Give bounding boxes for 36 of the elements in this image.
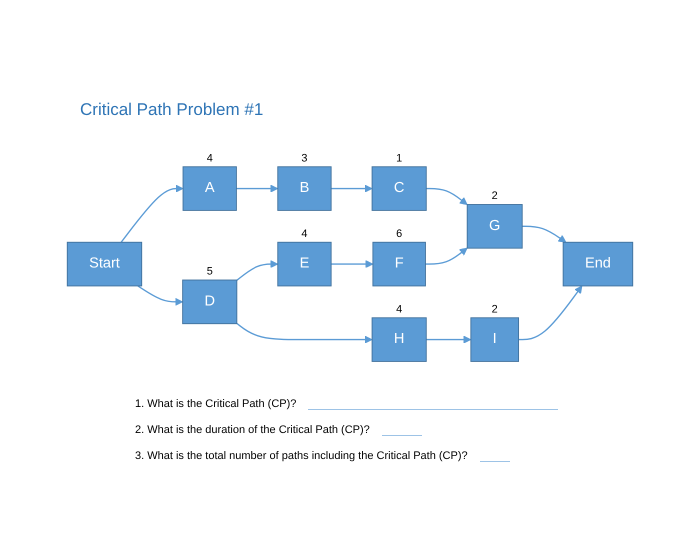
node-box: F xyxy=(372,242,426,286)
duration-label: 4 xyxy=(301,228,308,240)
arrow xyxy=(425,248,468,265)
arrow xyxy=(236,322,372,344)
arrow xyxy=(518,286,582,340)
arrow xyxy=(236,184,278,193)
duration-label: 2 xyxy=(492,190,498,202)
duration-label: 5 xyxy=(206,266,213,278)
arrow xyxy=(331,184,372,193)
duration-label: 6 xyxy=(396,228,402,240)
node-box: Start xyxy=(66,242,142,286)
duration-label: 4 xyxy=(206,152,213,164)
arrow xyxy=(426,188,468,206)
arrow xyxy=(236,260,278,281)
node-box: End xyxy=(562,242,634,286)
arrow xyxy=(426,336,472,344)
duration-label: 4 xyxy=(396,303,402,316)
node-box: H xyxy=(372,317,427,362)
duration-label: 1 xyxy=(396,152,402,164)
node-box: I xyxy=(470,317,520,362)
arrow xyxy=(137,285,183,306)
node-box: G xyxy=(466,204,523,249)
question-text: 1. What is the Critical Path (CP)? xyxy=(135,398,296,410)
node-box: D xyxy=(182,280,238,324)
node-box: A xyxy=(182,166,237,211)
arrow xyxy=(120,184,184,243)
duration-label: 3 xyxy=(301,152,308,164)
question-text: 2. What is the duration of the Critical Path (CP)? xyxy=(135,424,370,436)
arrow xyxy=(522,226,566,243)
diagram-title: Critical Path Problem #1 xyxy=(80,100,264,120)
arrow xyxy=(331,260,374,268)
node-box: B xyxy=(277,166,332,211)
question-text: 3. What is the total number of paths including the Critical Path (CP)? xyxy=(135,450,468,462)
node-box: E xyxy=(277,242,332,286)
node-box: C xyxy=(372,166,427,211)
duration-label: 2 xyxy=(492,303,498,316)
